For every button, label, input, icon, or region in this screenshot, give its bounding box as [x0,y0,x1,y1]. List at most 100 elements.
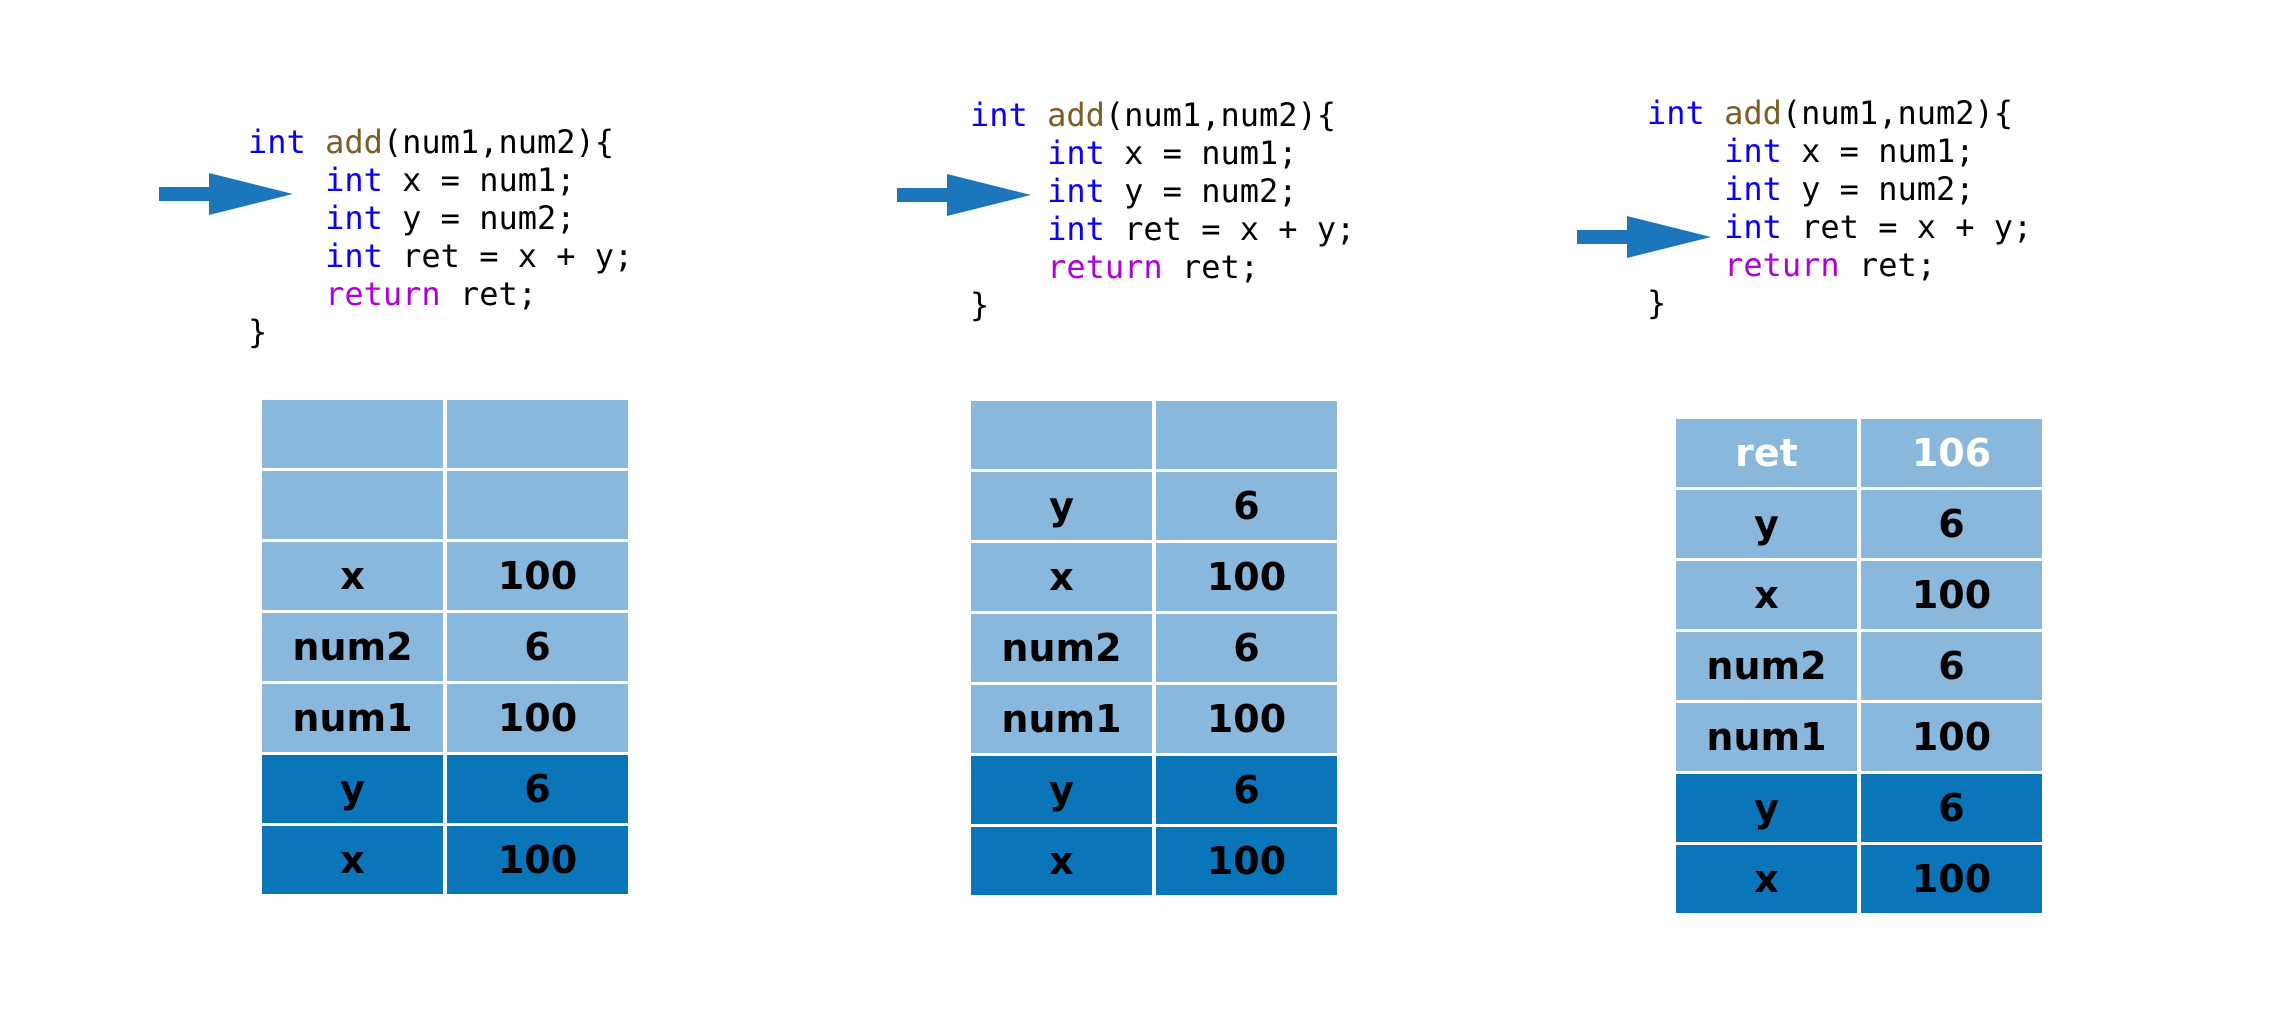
arrow-shape [897,174,1031,216]
variable-value-cell [1156,401,1337,469]
variable-name-cell: x [971,543,1152,611]
code-token: x = num1; [382,161,576,199]
execution-arrow-icon [159,173,293,215]
variable-value-cell: 100 [447,684,628,752]
code-token: return [325,275,441,313]
execution-arrow-icon [897,174,1031,216]
variable-name-cell: num2 [262,613,443,681]
variable-name-cell: x [262,826,443,894]
code-token: int [1724,132,1782,170]
variable-value-cell: 6 [447,755,628,823]
code-line: return ret; [970,248,1355,286]
code-token: x = num1; [1781,132,1975,170]
code-token: ret = x + y; [382,237,634,275]
code-line: int ret = x + y; [1647,208,2032,246]
variable-name-cell: x [262,542,443,610]
code-token: ret; [1839,246,1936,284]
execution-arrow-icon [1577,216,1711,258]
variable-value-cell: 6 [1156,614,1337,682]
variable-name-cell: y [262,755,443,823]
variable-value-cell: 6 [1861,774,2042,842]
code-line: int ret = x + y; [248,237,633,275]
variable-name-cell [262,400,443,468]
code-token: int [1047,134,1105,172]
code-token: x = num1; [1104,134,1298,172]
code-token: int [325,237,383,275]
code-token: return [1047,248,1163,286]
variable-name-cell [971,401,1152,469]
variable-value-cell [447,400,628,468]
variable-name-cell: y [1676,774,1857,842]
code-token: } [248,313,268,351]
code-token: add [1724,94,1782,132]
code-line: int x = num1; [248,161,633,199]
stack-row [262,400,628,468]
arrow-shape [159,173,293,215]
code-line: int x = num1; [970,134,1355,172]
code-token [1647,170,1724,208]
code-line: int y = num2; [970,172,1355,210]
code-token [1705,94,1724,132]
variable-name-cell: num1 [971,685,1152,753]
stack-row [971,401,1337,469]
code-line: int x = num1; [1647,132,2032,170]
code-token: ret = x + y; [1781,208,2033,246]
code-line: int add(num1,num2){ [248,123,633,161]
variable-value-cell: 100 [1156,827,1337,895]
variable-name-cell: x [1676,561,1857,629]
code-token: int [248,123,306,161]
variable-value-cell: 6 [1861,490,2042,558]
variable-name-cell: x [1676,845,1857,913]
code-token: } [1647,284,1667,322]
code-token: int [1047,210,1105,248]
variable-name-cell: y [971,472,1152,540]
code-token: int [1724,208,1782,246]
variable-name-cell [262,471,443,539]
code-line: } [970,286,1355,324]
code-line: } [1647,284,2032,322]
code-token: int [1724,170,1782,208]
code-token: ret = x + y; [1104,210,1356,248]
code-token: y = num2; [1104,172,1298,210]
code-token: ret; [440,275,537,313]
code-line: int ret = x + y; [970,210,1355,248]
code-token: ret; [1162,248,1259,286]
variable-name-cell: num2 [971,614,1152,682]
variable-value-cell: 100 [1861,845,2042,913]
code-token: } [970,286,990,324]
variable-name-cell: ret [1676,419,1857,487]
variable-name-cell: num1 [1676,703,1857,771]
variable-value-cell: 100 [447,542,628,610]
code-token: (num1,num2){ [1781,94,2014,132]
variable-value-cell: 100 [447,826,628,894]
code-token: int [325,199,383,237]
variable-value-cell [447,471,628,539]
code-snippet: int add(num1,num2){ int x = num1; int y … [1647,94,2032,322]
code-snippet: int add(num1,num2){ int x = num1; int y … [970,96,1355,324]
code-token: (num1,num2){ [382,123,615,161]
variable-value-cell: 100 [1861,561,2042,629]
stack-row [262,471,628,539]
variable-value-cell: 106 [1861,419,2042,487]
variable-name-cell: x [971,827,1152,895]
